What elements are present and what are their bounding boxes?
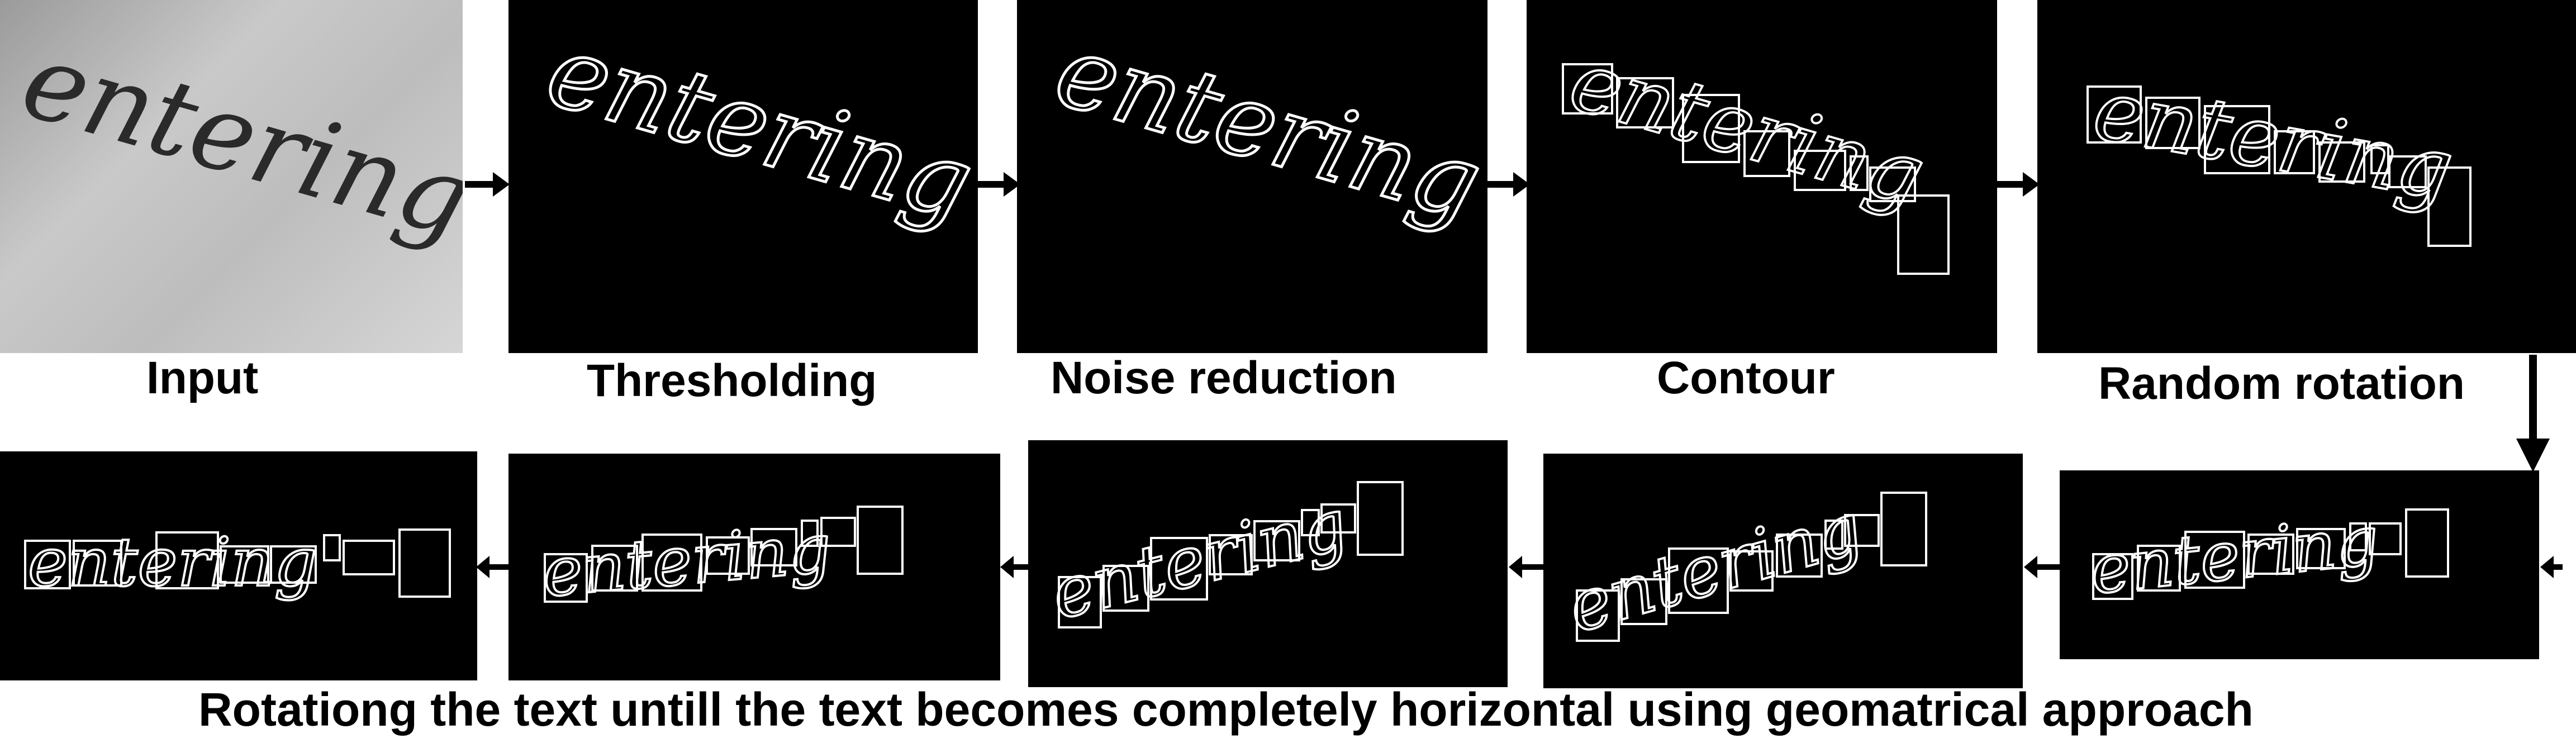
- noise-reduction-word: entering: [1044, 11, 1487, 243]
- random-rotation-image: entering: [2086, 60, 2472, 247]
- input-word: entering: [10, 17, 463, 262]
- arrow-left-4: [476, 556, 510, 578]
- random-rotation-word: entering: [2087, 61, 2460, 220]
- rotation-step-4-word: entering: [539, 509, 834, 612]
- final-horizontal-word: entering: [28, 524, 317, 602]
- arrow-down: [2516, 355, 2550, 472]
- thresholding-panel: entering: [508, 0, 978, 353]
- rotation-step-2-image: entering: [1558, 487, 1927, 650]
- rotation-step-1-image: entering: [2086, 501, 2449, 611]
- contour-image: entering: [1559, 31, 1950, 275]
- rotation-step-1-word: entering: [2087, 502, 2383, 609]
- input-image-panel: entering: [0, 0, 463, 353]
- rotation-step-2-word: entering: [1559, 488, 1871, 649]
- bottom-caption: Rotationg the text untill the text becom…: [198, 683, 2254, 736]
- label-input: Input: [146, 353, 259, 403]
- arrow-left-entry: [2540, 556, 2563, 578]
- rotation-step-4-panel: entering: [508, 454, 1000, 680]
- arrow-left-2: [1509, 556, 1548, 578]
- arrow-left-3: [1000, 556, 1032, 578]
- noise-reduction-image: entering: [1043, 10, 1487, 245]
- final-horizontal-image: entering: [24, 523, 451, 603]
- rotation-step-2-panel: entering: [1543, 454, 2023, 688]
- arrow-right-3: [1485, 172, 1530, 197]
- contour-word: entering: [1560, 32, 1935, 225]
- label-noise-reduction: Noise reduction: [1051, 353, 1397, 403]
- label-contour: Contour: [1657, 353, 1835, 403]
- input-handwriting: entering: [10, 17, 463, 262]
- rotation-step-3-word: entering: [1043, 484, 1355, 635]
- final-horizontal-panel: entering: [0, 451, 477, 680]
- arrow-right-2: [976, 172, 1020, 197]
- arrow-left-1: [2024, 556, 2063, 578]
- arrow-right-4: [1995, 172, 2040, 197]
- rotation-step-3-image: entering: [1042, 481, 1404, 636]
- label-thresholding: Thresholding: [587, 355, 877, 406]
- thresholding-image: entering: [534, 10, 978, 245]
- rotation-step-1-panel: entering: [2060, 470, 2539, 659]
- thresholding-word: entering: [535, 11, 978, 243]
- rotation-step-3-panel: entering: [1028, 440, 1508, 687]
- noise-reduction-panel: entering: [1017, 0, 1487, 353]
- random-rotation-panel: entering: [2037, 0, 2576, 353]
- label-random-rotation: Random rotation: [2098, 358, 2465, 409]
- rotation-step-4-image: entering: [538, 506, 904, 613]
- contour-panel: entering: [1527, 0, 1997, 353]
- arrow-right-1: [465, 172, 510, 197]
